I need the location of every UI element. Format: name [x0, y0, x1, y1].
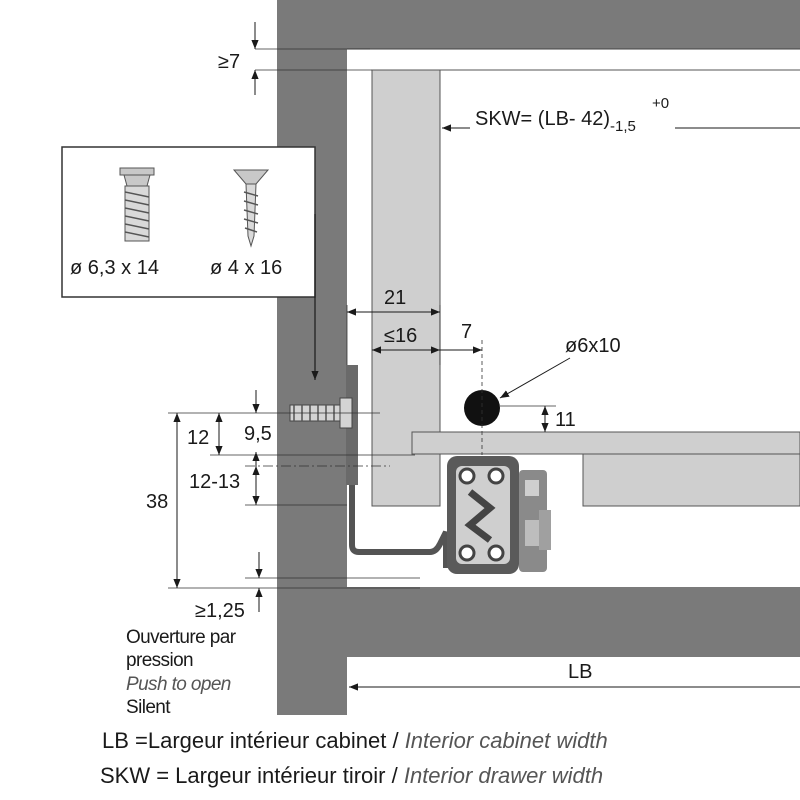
caption-lb: LB =Largeur intérieur cabinet / Interior… [102, 728, 608, 753]
dim-11: 11 [555, 409, 576, 431]
screw-label-small: ø 4 x 16 [210, 257, 282, 279]
dim-9-5: 9,5 [244, 423, 272, 445]
note-fr-line1: Ouverture par [126, 627, 237, 648]
wood-screw-icon [232, 169, 270, 248]
cabinet-top-panel [347, 0, 800, 49]
skw-label-bg [470, 96, 675, 136]
note-silent: Silent [126, 697, 171, 718]
cabinet-bottom-panel [347, 587, 800, 657]
dim-lb: LB [568, 661, 592, 683]
dowel-hole [464, 390, 500, 426]
screw-label-large: ø 6,3 x 14 [70, 257, 159, 279]
machine-screw-icon [119, 167, 155, 242]
slide-rail-profile [447, 456, 551, 574]
note-en: Push to open [126, 674, 231, 695]
screw-legend-box [61, 146, 316, 298]
dim-7: 7 [461, 321, 472, 343]
dim-21: 21 [384, 287, 406, 309]
drawer-rear-block [582, 453, 800, 507]
skw-formula: SKW= (LB- 42)-1,5 [475, 108, 636, 135]
drawer-bottom [411, 431, 800, 455]
slide-bracket [349, 365, 449, 568]
dim-38: 38 [146, 491, 168, 513]
cabinet-side-panel [277, 0, 347, 715]
note-fr-line2: pression [126, 650, 193, 671]
dim-12-13: 12-13 [189, 471, 240, 493]
caption-skw: SKW = Largeur intérieur tiroir / Interio… [100, 763, 603, 788]
skw-tolerance-high: +0 [652, 95, 669, 112]
dim-hole: ø6x10 [565, 335, 621, 357]
dim-16: ≤16 [384, 325, 417, 347]
dim-top-gap: ≥7 [218, 51, 240, 73]
dim-12: 12 [187, 427, 209, 449]
dim-1-25: ≥1,25 [195, 600, 245, 622]
hole-leader [499, 357, 571, 399]
